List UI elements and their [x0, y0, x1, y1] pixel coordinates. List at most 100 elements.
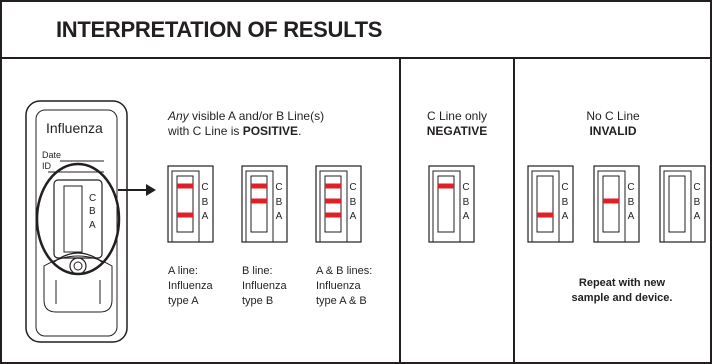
strip-invalid-a-window	[536, 175, 554, 233]
strip-negative-window	[437, 175, 455, 233]
strip-positive-b-letter-b: B	[276, 197, 283, 208]
strip-positive-a-letter-c: C	[201, 182, 208, 193]
repeat-line2: sample and device.	[571, 292, 673, 304]
positive-desc-any: Any	[168, 109, 189, 123]
strip-negative-letter-a: A	[463, 211, 470, 222]
strip-invalid-a-letter-a: A	[562, 211, 569, 222]
strip-positive-a-line-c	[177, 183, 193, 189]
result-window	[53, 179, 103, 259]
strip-invalid-a-bevel	[531, 170, 560, 242]
negative-heading-text: C Line only	[426, 109, 488, 123]
negative-result: NEGATIVE	[426, 124, 488, 138]
strip-negative-letter-c: C	[462, 182, 469, 193]
strip-invalid-a-frame	[527, 165, 574, 243]
strip-positive-a-letter-b: B	[202, 197, 209, 208]
strip-invalid-b-line-b	[603, 198, 619, 204]
repeat-line1: Repeat with new	[578, 277, 666, 289]
invalid-heading: No C Line INVALID	[516, 109, 710, 139]
strip-positive-b-frame	[241, 165, 288, 243]
strip-positive-ab-letter-c: C	[349, 182, 356, 193]
strip-invalid-b-letter-a: A	[628, 211, 635, 222]
caption-ab-line1: A & B lines:	[316, 265, 373, 277]
strip-positive-a-window	[176, 175, 194, 233]
strip-positive-b-bevel	[245, 170, 274, 242]
invalid-result: INVALID	[589, 124, 637, 138]
strip-invalid-none-letter-b: B	[694, 197, 701, 208]
strip-invalid-none-letter-c: C	[693, 182, 700, 193]
page-title: INTERPRETATION OF RESULTS	[56, 17, 383, 42]
strip-positive-ab-line-a	[325, 212, 341, 218]
test-device	[25, 100, 128, 343]
strip-invalid-a-line-a	[537, 212, 553, 218]
strip-positive-a-line-a	[177, 212, 193, 218]
positive-desc-bold: POSITIVE	[242, 124, 299, 138]
device-id-label: ID	[42, 161, 51, 171]
strip-negative-line-c	[438, 183, 454, 189]
positive-desc-end: .	[298, 124, 302, 138]
positive-desc-part1: visible A and/or B Line(s)	[188, 109, 325, 123]
strip-positive-b-line-b	[251, 198, 267, 204]
strip-negative-bevel	[432, 170, 461, 242]
strip-positive-a-letter-a: A	[202, 211, 209, 222]
sample-well-area	[43, 255, 113, 313]
strip-invalid-b: CBA	[593, 165, 640, 243]
positive-desc-part2: with C Line is	[168, 124, 243, 138]
caption-a-line1: A line:	[168, 265, 198, 277]
strip-positive-b: CBA	[241, 165, 288, 243]
strip-invalid-none-window	[668, 175, 686, 233]
strip-invalid-b-frame	[593, 165, 640, 243]
caption-b-line3: type B	[242, 295, 274, 307]
strip-negative-letter-b: B	[463, 197, 470, 208]
strip-invalid-none-frame	[659, 165, 706, 243]
device-brand-label: Influenza	[46, 120, 103, 136]
strip-positive-ab-window	[324, 175, 342, 233]
arrow-icon	[118, 184, 156, 196]
positive-description: Any visible A and/or B Line(s) with C Li…	[168, 109, 398, 139]
strip-invalid-none: CBA	[659, 165, 706, 243]
strip-invalid-b-window	[602, 175, 620, 233]
strip-invalid-b-letter-c: C	[627, 182, 634, 193]
strip-positive-ab: CBA	[315, 165, 362, 243]
strip-positive-b-window	[250, 175, 268, 233]
strip-invalid-b-bevel	[597, 170, 626, 242]
strip-positive-ab-frame	[315, 165, 362, 243]
device-body	[25, 100, 128, 343]
device-letter-a: A	[89, 220, 96, 231]
strip-positive-ab-line-b	[325, 198, 341, 204]
strip-positive-b-letter-c: C	[275, 182, 282, 193]
caption-type-ab: A & B lines: Influenza type A & B	[316, 264, 372, 309]
negative-heading: C Line only NEGATIVE	[402, 109, 512, 139]
strip-invalid-none-bevel	[663, 170, 692, 242]
strip-positive-b-letter-a: A	[276, 211, 283, 222]
strip-invalid-b-letter-b: B	[628, 197, 635, 208]
strip-positive-ab-letter-a: A	[350, 211, 357, 222]
caption-type-b: B line: Influenza type B	[242, 264, 287, 309]
strip-negative-frame	[428, 165, 475, 243]
strip-positive-a: CBA	[167, 165, 214, 243]
strip-invalid-none-letter-a: A	[694, 211, 701, 222]
strip-positive-ab-bevel	[319, 170, 348, 242]
device-letter-c: C	[89, 193, 97, 204]
repeat-instruction: Repeat with new sample and device.	[552, 276, 692, 306]
caption-a-line3: type A	[168, 295, 199, 307]
sample-well	[69, 257, 87, 275]
caption-type-a: A line: Influenza type A	[168, 264, 213, 309]
device-date-label: Date	[42, 150, 62, 160]
caption-ab-line3: type A & B	[316, 295, 367, 307]
strip-positive-ab-letter-b: B	[350, 197, 357, 208]
strip-positive-b-line-c	[251, 183, 267, 189]
strip-positive-a-frame	[167, 165, 214, 243]
strip-positive-a-bevel	[171, 170, 200, 242]
window-magnifier-circle	[35, 162, 121, 276]
strip-positive-ab-line-c	[325, 183, 341, 189]
strip-invalid-a-letter-b: B	[562, 197, 569, 208]
invalid-heading-text: No C Line	[586, 109, 640, 123]
strip-negative: CBA	[428, 165, 475, 243]
strip-invalid-a: CBA	[527, 165, 574, 243]
caption-a-line2: Influenza	[168, 280, 213, 292]
caption-ab-line2: Influenza	[316, 280, 361, 292]
